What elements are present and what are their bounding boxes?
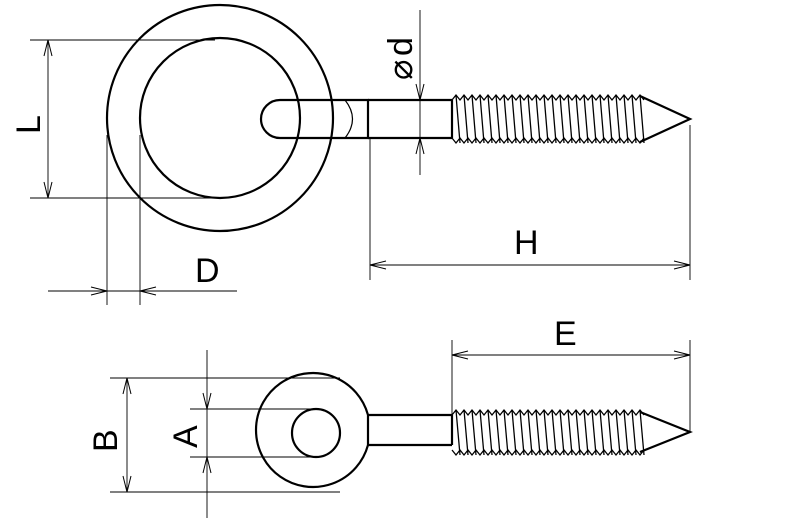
thread-crest-line: [495, 409, 501, 456]
thread-crest-line: [551, 94, 557, 144]
thread-crest-line: [599, 409, 605, 456]
arrow-a-bottom: [202, 456, 212, 474]
thread-profile-bottom: [451, 136, 645, 145]
thread-crest-line: [615, 94, 621, 144]
thread-crest-line: [511, 409, 517, 456]
thread-crest-line: [607, 94, 613, 144]
thread-bottom: [451, 408, 645, 457]
arrow-d-right: [139, 286, 157, 296]
thread-crest-line: [575, 94, 581, 144]
thread-crest-line: [511, 94, 517, 144]
thread-crest-line: [519, 94, 525, 144]
thread-crest-line: [503, 94, 509, 144]
bottom-view: B A E: [87, 315, 693, 518]
thread-crest-line: [583, 94, 589, 144]
thread-crest-line: [479, 94, 485, 144]
arrow-h-right: [673, 260, 691, 270]
label-phi-d: ⌀ d: [382, 37, 420, 80]
thread-crest-line: [607, 409, 613, 456]
thread-crest-line: [487, 94, 493, 144]
thread-profile-top: [451, 408, 645, 417]
thread-crest-line: [623, 409, 629, 456]
thread-crest-line: [455, 409, 461, 456]
thread-crest-line: [487, 409, 493, 456]
arrow-b-bottom: [122, 475, 132, 493]
thread-crest-line: [471, 409, 477, 456]
thread-crest-line: [567, 409, 573, 456]
thread-crest-line: [639, 94, 645, 144]
arrow-e-right: [673, 350, 691, 360]
thread-crest-line: [543, 409, 549, 456]
thread-crest-line: [631, 94, 637, 144]
thread-crest-line: [479, 409, 485, 456]
arrow-l-top: [43, 39, 53, 57]
screw-tip-bottom: [639, 410, 693, 454]
thread-profile-top: [451, 93, 645, 102]
arrow-small-d-top: [415, 83, 425, 101]
top-view: L D ⌀ d H: [10, 3, 693, 305]
eye-hole: [290, 407, 342, 459]
eye-curve: [344, 99, 354, 139]
thread-crest-line: [575, 409, 581, 456]
label-a: A: [167, 425, 205, 448]
arrow-small-d-bottom: [415, 137, 425, 155]
thread-crest-line: [463, 94, 469, 144]
thread-crest-line: [583, 409, 589, 456]
thread-profile-bottom: [451, 448, 645, 457]
arrow-d-left: [90, 286, 108, 296]
thread-crest-line: [559, 94, 565, 144]
thread-crest-line: [503, 409, 509, 456]
arrow-h-left: [369, 260, 387, 270]
thread-crest-line: [551, 409, 557, 456]
diameter-symbol: ⌀: [382, 60, 420, 80]
thread-crest-line: [591, 94, 597, 144]
thread-top: [451, 93, 645, 145]
label-h: H: [514, 224, 539, 262]
thread-crest-line: [543, 94, 549, 144]
thread-crest-line: [455, 94, 461, 144]
thread-crest-line: [623, 94, 629, 144]
thread-crest-line: [527, 409, 533, 456]
arrow-l-bottom: [43, 181, 53, 199]
thread-crest-line: [567, 94, 573, 144]
thread-crest-line: [535, 94, 541, 144]
thread-crest-line: [591, 409, 597, 456]
thread-crest-line: [463, 409, 469, 456]
label-d-upper: D: [195, 252, 220, 290]
thread-crest-line: [535, 409, 541, 456]
label-e: E: [554, 315, 577, 353]
thread-crest-line: [471, 94, 477, 144]
thread-crest-line: [495, 94, 501, 144]
arrow-b-top: [122, 377, 132, 395]
thread-crest-line: [615, 409, 621, 456]
thread-crest-line: [599, 94, 605, 144]
eye-loop: [259, 98, 370, 140]
label-b: B: [87, 429, 125, 452]
thread-crest-line: [527, 94, 533, 144]
label-l: L: [10, 115, 48, 134]
thread-crest-line: [519, 409, 525, 456]
ring-inner-circle: [138, 36, 302, 200]
ring-outer-circle: [105, 3, 335, 233]
thread-crest-line: [559, 409, 565, 456]
thread-crest-line: [631, 409, 637, 456]
screw-tip-top: [639, 95, 693, 143]
arrow-e-left: [451, 350, 469, 360]
thread-crest-line: [639, 409, 645, 456]
eye-body-outline: [254, 371, 370, 489]
arrow-a-top: [202, 392, 212, 410]
label-small-d: d: [382, 37, 420, 56]
